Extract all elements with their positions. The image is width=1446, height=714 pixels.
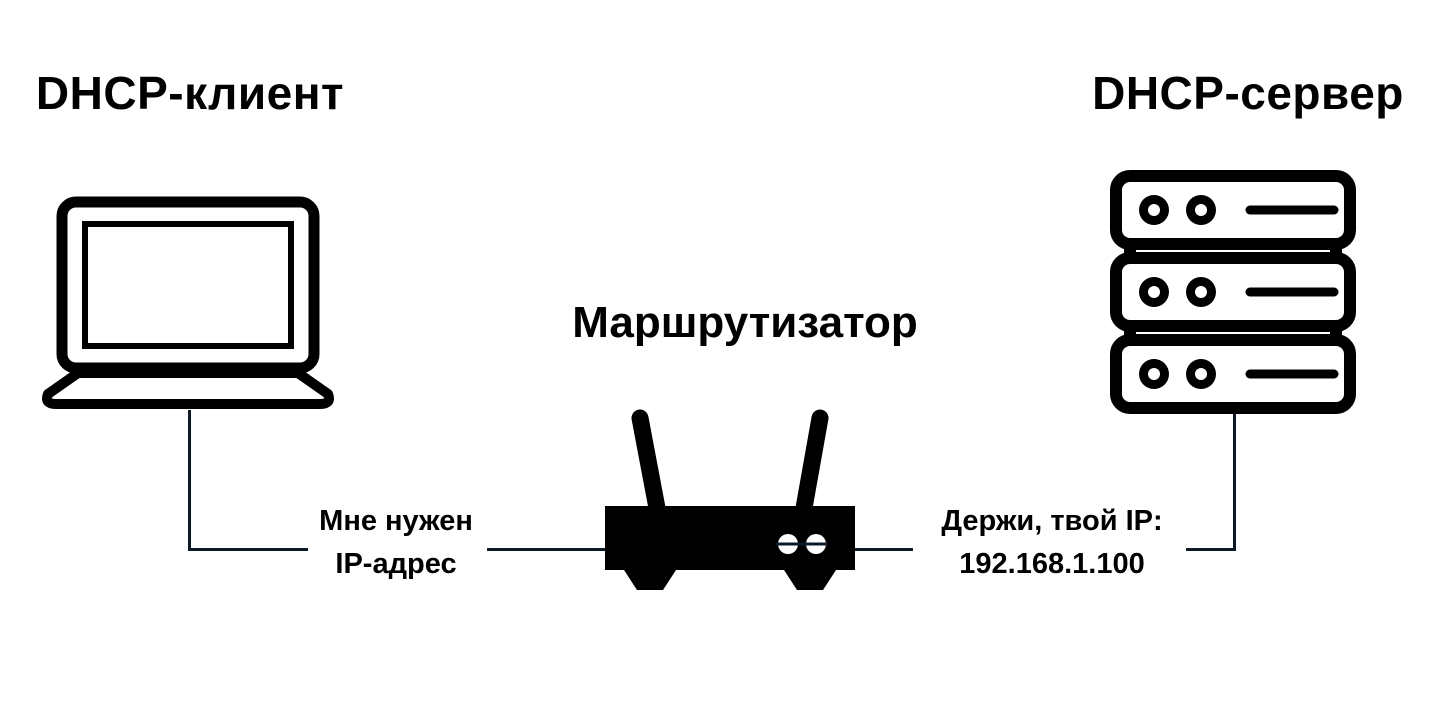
connector-server-vertical	[1233, 410, 1236, 551]
connector-server-horizontal-right	[1186, 548, 1236, 551]
server-response-line1: Держи, твой IP:	[941, 505, 1163, 537]
server-response-message: Держи, твой IP: 192.168.1.100	[935, 500, 1169, 586]
dhcp-server-title: DHCP-сервер	[1092, 67, 1404, 119]
router-label: Маршрутизатор	[572, 298, 918, 347]
client-request-line2: IP-адрес	[335, 548, 457, 580]
connector-server-horizontal-left	[855, 548, 913, 551]
connector-client-vertical	[188, 410, 191, 550]
client-request-message: Мне нужен IP-адрес	[313, 500, 479, 586]
server-rack-icon	[1110, 170, 1356, 414]
router-icon	[605, 409, 855, 590]
laptop-icon	[42, 196, 334, 409]
dhcp-client-title: DHCP-клиент	[35, 67, 345, 119]
client-request-line1: Мне нужен	[319, 505, 473, 537]
server-response-line2: 192.168.1.100	[959, 548, 1145, 580]
connector-client-horizontal-right	[487, 548, 606, 551]
connector-client-horizontal-left	[188, 548, 308, 551]
